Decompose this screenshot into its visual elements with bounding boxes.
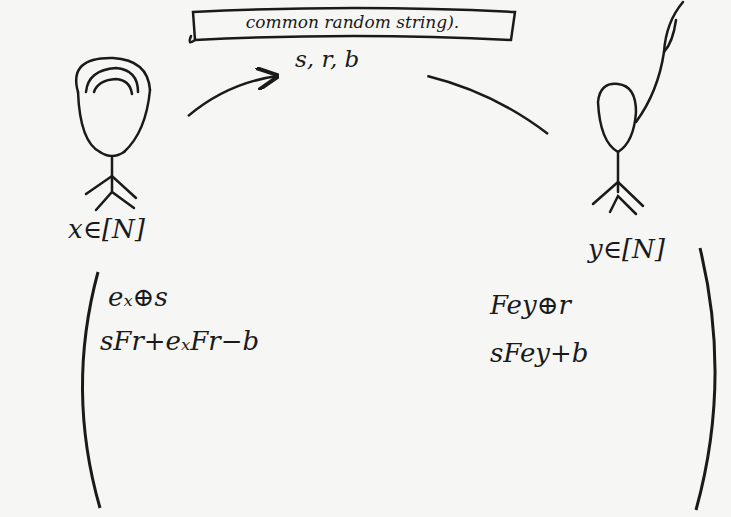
left-bracket (82, 272, 100, 508)
formula-label: sFr+eₓFr−b (100, 326, 259, 356)
connector-arrow (427, 76, 548, 134)
scroll-banner: common random string). s, r, b (185, 6, 524, 76)
formula-label: sFey+b (490, 338, 588, 368)
node-title: common random string). (185, 12, 520, 32)
formula-label: eₓ⊕s (108, 282, 168, 312)
right-bracket (696, 248, 715, 510)
formula-label: Fey⊕r (490, 290, 571, 320)
node-title: x∈[N] (68, 214, 145, 244)
node-title: y∈[N] (588, 234, 665, 264)
connector-arrow (188, 76, 277, 116)
person-figure: x∈[N] (38, 52, 188, 248)
node-subtext: s, r, b (295, 46, 359, 72)
person-figure: y∈[N] (548, 72, 698, 268)
